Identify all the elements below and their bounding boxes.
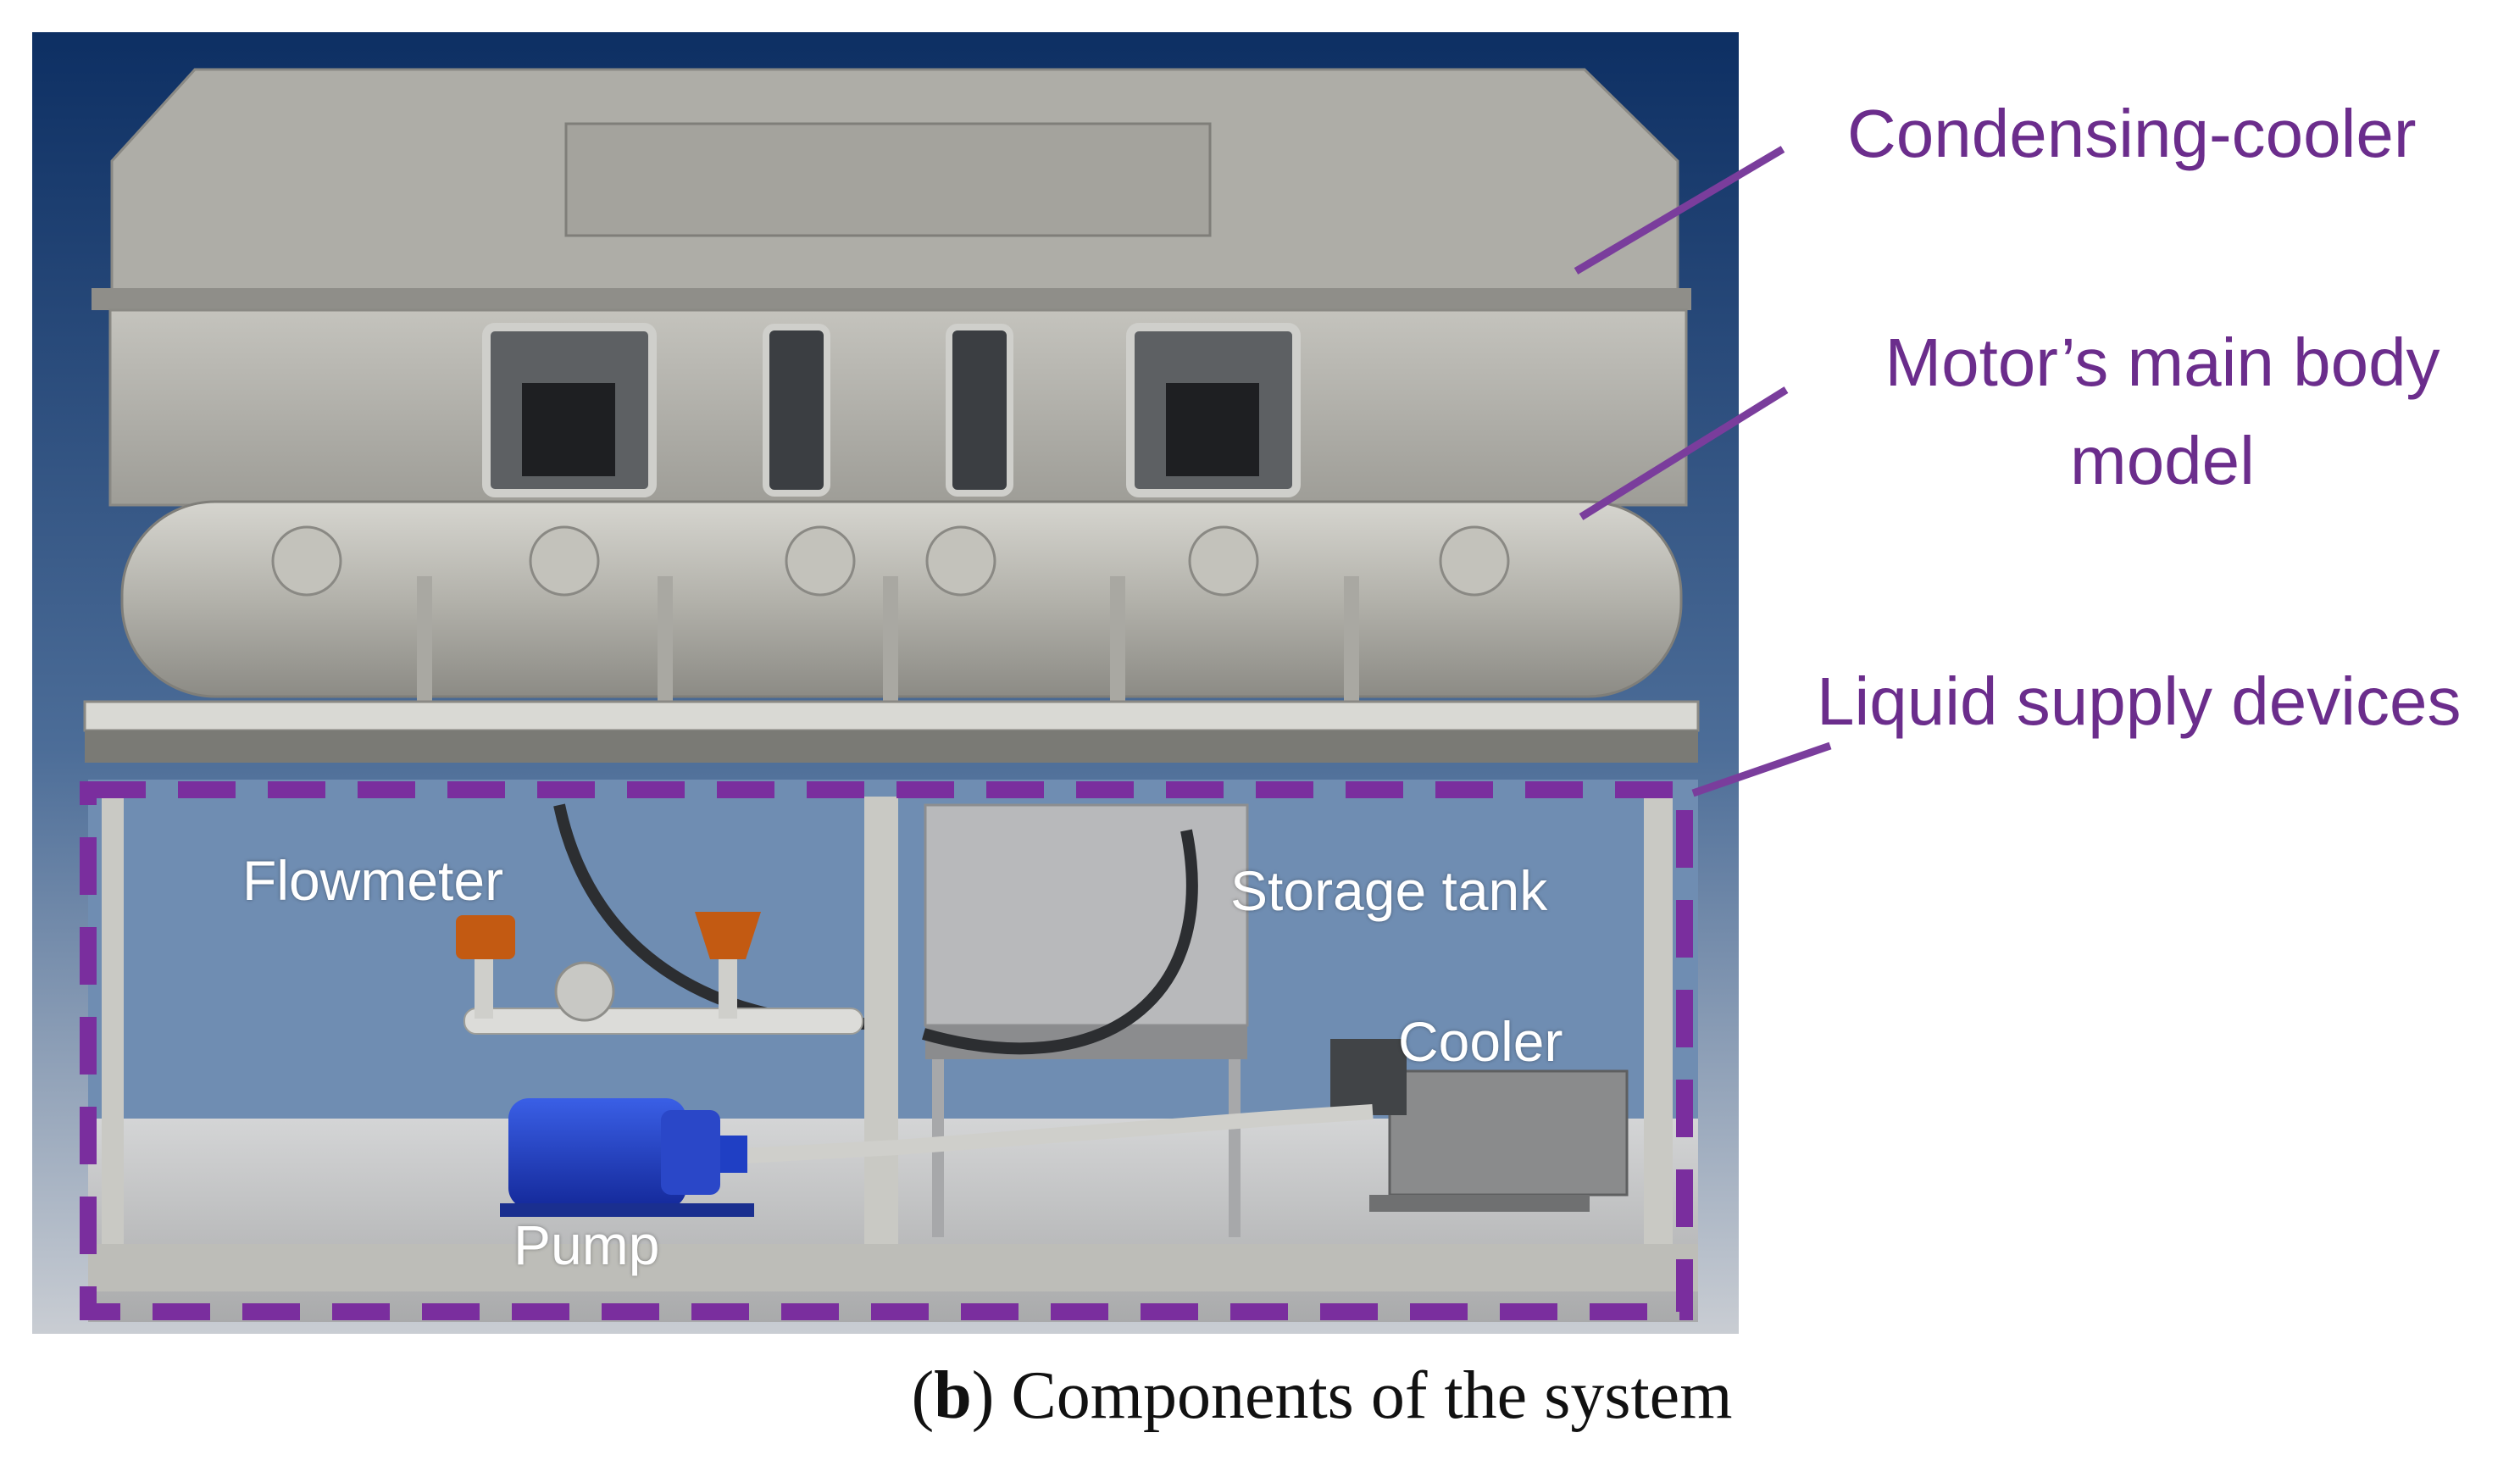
caption-text: Components of the system	[1011, 1358, 1733, 1433]
callout-motor-main-body: Motor’s main body model	[1884, 325, 2440, 498]
figure-caption: (b) Components of the system	[911, 1358, 1733, 1433]
liquid-supply-dashed-boundary	[80, 781, 1693, 1320]
callout-line-liquid-supply	[1691, 741, 1832, 797]
label-pump: Pump	[513, 1213, 660, 1276]
liquid-supply-area	[80, 780, 1698, 1322]
callout-condensing-cooler: Condensing-cooler	[1847, 96, 2417, 171]
caption-letter: b	[934, 1358, 972, 1433]
condensing-cooler-housing	[92, 68, 1691, 310]
label-flowmeter: Flowmeter	[242, 849, 504, 912]
pump-shape	[500, 1098, 754, 1217]
callout-liquid-supply: Liquid supply devices	[1817, 664, 2462, 739]
callout-line-motor-body	[1579, 386, 1789, 520]
label-storage-tank: Storage tank	[1230, 859, 1548, 922]
label-cooler: Cooler	[1398, 1010, 1563, 1073]
motor-main-body	[83, 308, 1700, 763]
flowmeter-left-head	[456, 915, 515, 959]
callout-line-condensing-cooler	[1574, 146, 1785, 275]
cooler-shape	[1330, 1039, 1629, 1212]
flowmeter-right-head	[695, 912, 761, 959]
